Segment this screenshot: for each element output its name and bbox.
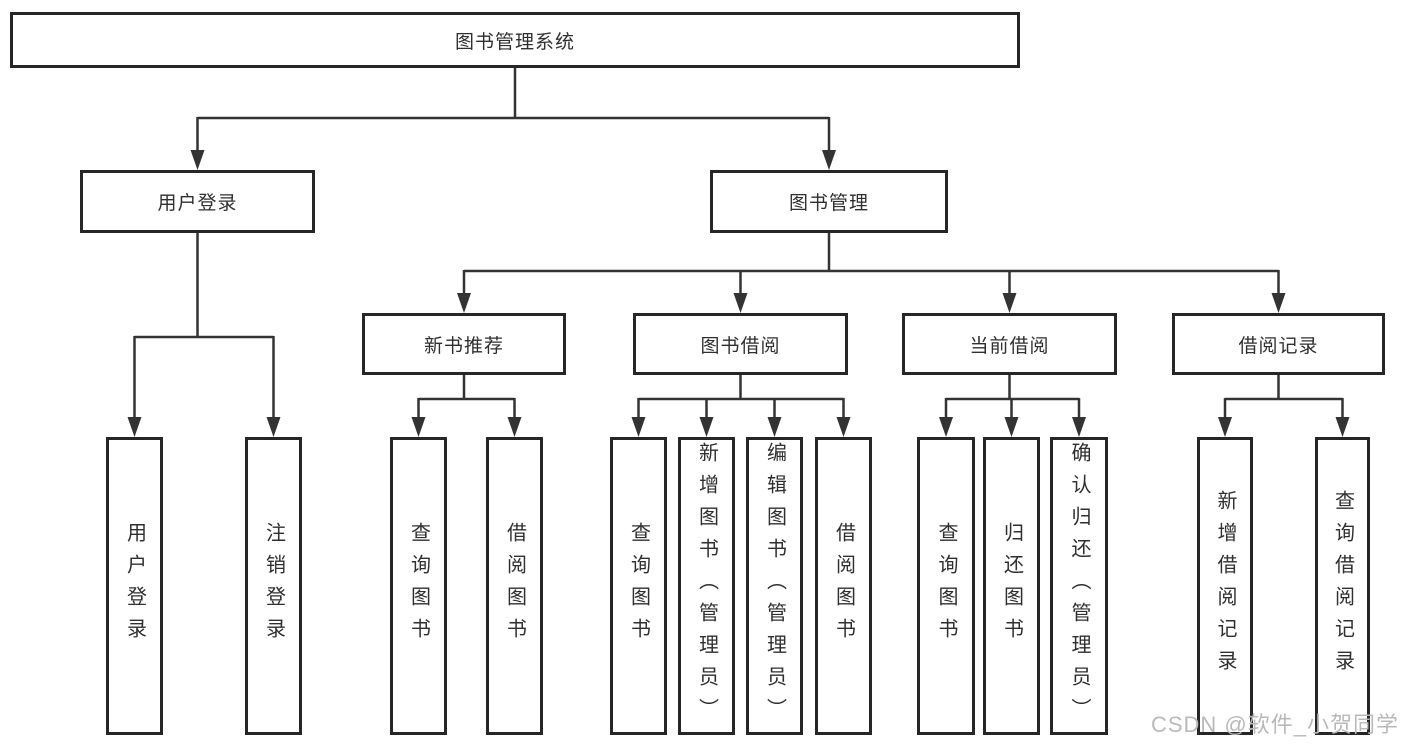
node-user-login: 用户登录 <box>80 170 315 233</box>
leaf-query-borrow-record: 查询借阅记录 <box>1315 437 1370 735</box>
leaf-add-books-admin: 新增图书（管理员） <box>678 437 735 735</box>
leaf-edit-books-admin: 编辑图书（管理员） <box>746 437 803 735</box>
leaf-label: 查询图书 <box>407 522 430 650</box>
leaf-label: 新增图书（管理员） <box>695 442 718 730</box>
leaf-logout: 注销登录 <box>245 437 302 735</box>
node-book-borrow: 图书借阅 <box>633 313 848 375</box>
leaf-label: 确认归还（管理员） <box>1068 442 1090 730</box>
arrowhead-icons <box>127 150 1350 437</box>
watermark: CSDN @软件_小贺同学 <box>1150 712 1399 737</box>
node-new-book-recommend: 新书推荐 <box>362 313 566 375</box>
node-borrow-records: 借阅记录 <box>1172 313 1385 375</box>
node-root: 图书管理系统 <box>10 12 1020 68</box>
leaf-label: 查询图书 <box>627 522 650 650</box>
leaf-label: 查询图书 <box>935 522 957 650</box>
leaf-label: 注销登录 <box>262 522 285 650</box>
leaf-label: 借阅图书 <box>503 522 526 650</box>
leaf-return-books: 归还图书 <box>983 437 1040 735</box>
leaf-query-books-borrow: 查询图书 <box>610 437 667 735</box>
leaf-label: 借阅图书 <box>832 522 855 650</box>
leaf-query-books-current: 查询图书 <box>917 437 975 735</box>
leaf-label: 新增借阅记录 <box>1214 490 1236 682</box>
leaf-add-borrow-record: 新增借阅记录 <box>1197 437 1253 735</box>
leaf-borrow-books: 借阅图书 <box>815 437 872 735</box>
leaf-borrow-books-recommend: 借阅图书 <box>486 437 543 735</box>
leaf-label: 查询借阅记录 <box>1331 490 1354 682</box>
leaf-label: 归还图书 <box>1000 522 1023 650</box>
leaf-user-login: 用户登录 <box>106 437 163 735</box>
leaf-label: 编辑图书（管理员） <box>763 442 786 730</box>
leaf-query-books-recommend: 查询图书 <box>390 437 447 735</box>
node-current-borrow: 当前借阅 <box>902 313 1117 375</box>
leaf-label: 用户登录 <box>123 522 146 650</box>
node-book-management: 图书管理 <box>710 170 948 233</box>
leaf-confirm-return-admin: 确认归还（管理员） <box>1050 437 1108 735</box>
